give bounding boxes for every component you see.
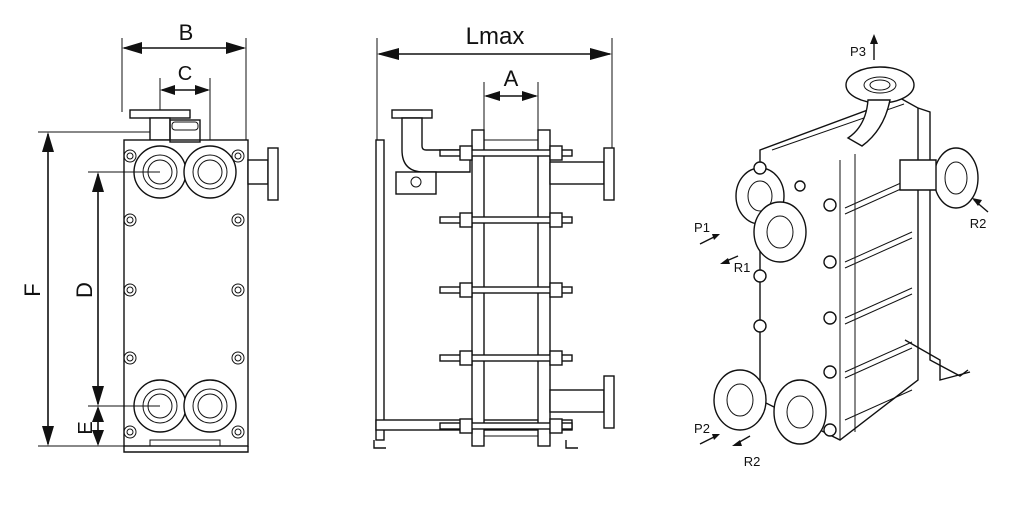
port-p1-label: P1 [694,220,710,235]
port-r2-right-label: R2 [970,216,987,231]
dimension-e-label: E [75,421,97,434]
side-view: Lmax A [373,23,615,449]
port-p2-label: P2 [694,421,710,436]
port-r1-label: R1 [734,260,751,275]
port-r2-bottom-label: R2 [744,454,761,469]
dimension-c-label: C [178,63,192,85]
dimension-b-label: B [179,20,194,45]
dimension-f-label: F [20,283,45,296]
dimension-d-label: D [72,282,97,298]
dimension-a-label: A [504,66,519,91]
port-p3-label: P3 [850,44,866,59]
dimension-lmax-label: Lmax [466,23,525,50]
isometric-view: P3 R2 P1 R1 P2 R2 [694,34,989,469]
front-view: B C [20,20,279,453]
